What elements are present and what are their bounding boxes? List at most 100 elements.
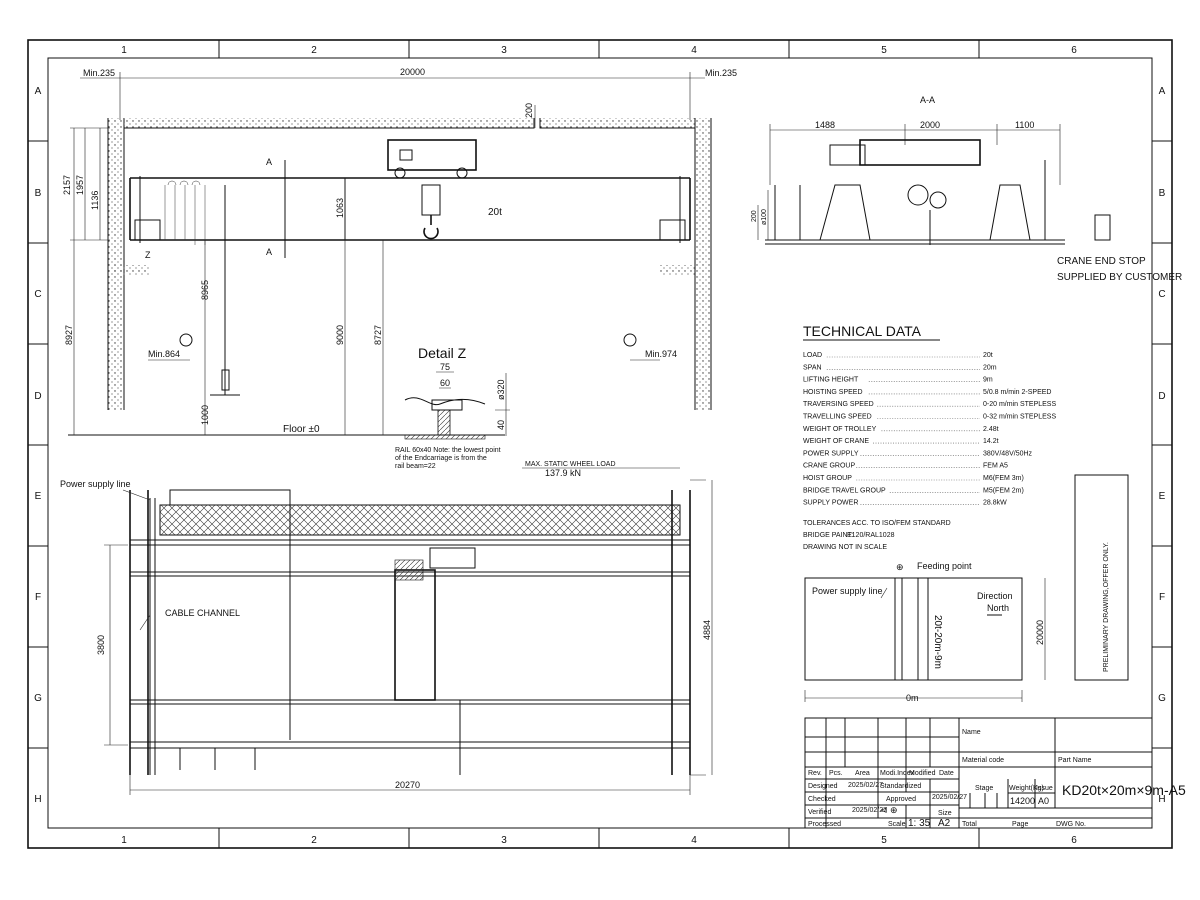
title-block: Rev. Pcs. Area Modi.Index Modified Date … bbox=[804, 717, 1186, 829]
col-label: 5 bbox=[881, 835, 887, 846]
col-label: 3 bbox=[501, 45, 507, 56]
elevation-dim-1063: 1063 bbox=[335, 198, 345, 218]
elevation-section-a1: A bbox=[266, 157, 272, 167]
frame-rows-7: H bbox=[1158, 794, 1165, 805]
title-block-designed-date: 2025/02/27 bbox=[848, 782, 883, 789]
plan-dim-20270: 20270 bbox=[395, 780, 420, 790]
tech-label: HOISTING SPEED bbox=[803, 389, 863, 396]
title-block-name-label: Name bbox=[962, 729, 981, 736]
title-block-date: Date bbox=[939, 770, 954, 777]
frame-rows-2: C bbox=[34, 289, 41, 300]
tech-label: SPAN bbox=[803, 364, 822, 371]
elevation-dim-8927: 8927 bbox=[64, 325, 74, 345]
layout-north: North bbox=[987, 603, 1009, 613]
elevation-min-864: Min.864 bbox=[148, 349, 180, 359]
section-dim-1488: 1488 bbox=[815, 120, 835, 130]
tech-value: M5(FEM 2m) bbox=[983, 487, 1024, 494]
tech-label: LOAD bbox=[803, 352, 822, 359]
title-block-processed: Processed bbox=[808, 821, 841, 828]
title-block-material-code: Material code bbox=[962, 757, 1004, 764]
section-end-stop-2: SUPPLIED BY CUSTOMER bbox=[1057, 272, 1182, 283]
wheel-load: MAX. STATIC WHEEL LOAD 137.9 kN bbox=[522, 461, 680, 478]
detail-z-dim-60: 60 bbox=[440, 378, 450, 388]
tech-label: TRAVELLING SPEED bbox=[803, 414, 872, 421]
elevation-dim-1136: 1136 bbox=[90, 191, 100, 210]
frame-rows-5: F bbox=[35, 592, 41, 603]
frame-rows-1: B bbox=[35, 188, 42, 199]
title-block-total: Total bbox=[962, 821, 977, 828]
title-block-part-name-label: Part Name bbox=[1058, 757, 1092, 764]
tech-label: TRAVERSING SPEED bbox=[803, 401, 874, 408]
elevation-min-974: Min.974 bbox=[645, 349, 677, 359]
technical-data-scale-note: DRAWING NOT IN SCALE bbox=[803, 544, 887, 551]
frame-rows-5: F bbox=[1159, 592, 1165, 603]
title-block-size-label: Size bbox=[938, 810, 952, 817]
elevation-labels: Min.235 Min.235 20000 200 2157 1957 1136… bbox=[62, 67, 737, 435]
layout-power-supply: Power supply line bbox=[812, 586, 883, 596]
detail-z-dim-40: 40 bbox=[496, 420, 506, 430]
frame-rows-2: C bbox=[1158, 289, 1165, 300]
tech-label: WEIGHT OF TROLLEY bbox=[803, 426, 877, 433]
layout-dim-20000: 20000 bbox=[1035, 620, 1045, 645]
title-block-approved: Approved bbox=[886, 796, 916, 803]
title-block-weight-label: Weight(Kg) bbox=[1009, 785, 1044, 792]
elevation-floor: Floor ±0 bbox=[283, 424, 320, 435]
elevation-detail-mark: Z bbox=[145, 250, 151, 260]
elevation-min-left: Min.235 bbox=[83, 68, 115, 78]
tech-value: 2.48t bbox=[983, 426, 999, 433]
title-block-issue-label: Issue bbox=[1036, 785, 1053, 792]
title-block-verified-date: 2025/02/27 bbox=[852, 807, 887, 814]
col-label: 3 bbox=[501, 835, 507, 846]
frame-rows-1: B bbox=[1159, 188, 1166, 199]
layout-crane-code: 20t-20m-9m bbox=[932, 615, 943, 669]
frame-rows-3: D bbox=[34, 391, 41, 402]
col-label: 2 bbox=[311, 45, 317, 56]
section-a-a: A-A 1488 2000 1100 200 ø100 CRANE END ST… bbox=[751, 95, 1182, 283]
detail-z-dim-75: 75 bbox=[440, 362, 450, 372]
section-title: A-A bbox=[920, 95, 935, 105]
col-label: 1 bbox=[121, 45, 127, 56]
detail-z-note-3: rail beam=22 bbox=[395, 463, 436, 470]
title-block-part-name: KD20t×20m×9m-A5 bbox=[1062, 782, 1186, 798]
title-block-area: Area bbox=[855, 770, 870, 777]
title-block-standardized: Standardized bbox=[880, 783, 921, 790]
section-dim-2000: 2000 bbox=[920, 120, 940, 130]
technical-data-paint-label: BRIDGE PAINT: bbox=[803, 532, 853, 539]
title-block-designed: Designed bbox=[808, 783, 838, 790]
plan-trolley bbox=[394, 569, 436, 701]
left-wall bbox=[108, 118, 124, 410]
tech-label: SUPPLY POWER bbox=[803, 500, 858, 507]
grid-column-labels: 1 2 3 4 5 6 1 2 3 4 5 6 bbox=[121, 45, 1077, 846]
tech-value: 0-32 m/min STEPLESS bbox=[983, 414, 1056, 421]
tech-label: HOIST GROUP bbox=[803, 475, 852, 482]
tech-value: 9m bbox=[983, 377, 993, 384]
preliminary-box: PRELIMINARY DRAWING,OFFER ONLY. bbox=[1074, 474, 1129, 681]
tech-value: 14.2t bbox=[983, 438, 999, 445]
frame-rows-6: G bbox=[34, 693, 42, 704]
end-carriages bbox=[129, 490, 691, 775]
projection-symbol-icon: ⊲ ⊕ bbox=[880, 805, 898, 815]
tech-value: 28.8kW bbox=[983, 500, 1007, 507]
title-block-scale: 1: 35 bbox=[908, 818, 931, 829]
frame-rows-7: H bbox=[34, 794, 41, 805]
layout-direction: Direction bbox=[977, 591, 1013, 601]
front-elevation bbox=[68, 72, 712, 436]
drawing-frame bbox=[27, 39, 1173, 849]
preliminary: PRELIMINARY DRAWING,OFFER ONLY. bbox=[1103, 542, 1110, 672]
hook bbox=[421, 184, 441, 240]
wheel-load-label: MAX. STATIC WHEEL LOAD bbox=[525, 461, 616, 468]
plan-dim-4884: 4884 bbox=[702, 620, 712, 640]
col-label: 4 bbox=[691, 835, 697, 846]
detail-z-note-2: of the Endcarriage is from the bbox=[395, 455, 487, 462]
elevation-dim-8727: 8727 bbox=[373, 325, 383, 345]
elevation-section-a2: A bbox=[266, 247, 272, 257]
title-block-checked: Checked bbox=[808, 796, 836, 803]
frame-rows-0: A bbox=[35, 86, 42, 97]
elevation-dim-9000: 9000 bbox=[335, 325, 345, 345]
detail-z-title: Detail Z bbox=[418, 345, 467, 361]
elevation-dim-8965: 8965 bbox=[200, 280, 210, 300]
wheel-load-value: 137.9 kN bbox=[545, 468, 581, 478]
title-block-page: Page bbox=[1012, 821, 1028, 828]
